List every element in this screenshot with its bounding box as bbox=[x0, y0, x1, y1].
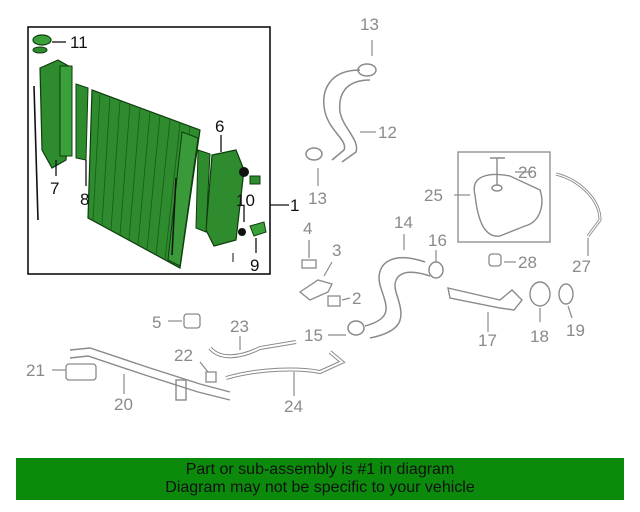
callout-16: 16 bbox=[428, 231, 447, 250]
thermostat-18[interactable] bbox=[529, 281, 551, 307]
callout-22: 22 bbox=[174, 346, 193, 365]
nut-2[interactable] bbox=[327, 295, 341, 307]
footer-banner: Part or sub-assembly is #1 in diagram Di… bbox=[16, 458, 624, 500]
callout-10: 10 bbox=[236, 191, 255, 210]
footer-line-1: Part or sub-assembly is #1 in diagram bbox=[185, 461, 455, 478]
callout-9: 9 bbox=[250, 256, 259, 275]
callout-6: 6 bbox=[215, 117, 224, 136]
callout-24: 24 bbox=[284, 397, 303, 416]
callout-28: 28 bbox=[518, 253, 537, 272]
radiator-assembly-box bbox=[27, 26, 271, 275]
callout-17: 17 bbox=[478, 331, 497, 350]
reservoir-box bbox=[457, 151, 551, 243]
upper-hose-12[interactable] bbox=[305, 63, 377, 163]
callout-26: 26 bbox=[518, 163, 537, 182]
pipe-20[interactable] bbox=[69, 347, 231, 401]
water-inlet-17[interactable] bbox=[447, 287, 523, 311]
callout-14: 14 bbox=[394, 213, 413, 232]
bolt-4[interactable] bbox=[301, 240, 317, 269]
callout-1: 1 bbox=[290, 196, 299, 215]
callout-27: 27 bbox=[572, 257, 591, 276]
gasket-19[interactable] bbox=[558, 283, 574, 305]
lower-hose-14[interactable] bbox=[347, 257, 444, 339]
callout-12: 12 bbox=[378, 123, 397, 142]
radiator-cap bbox=[32, 34, 52, 46]
callout-11: 11 bbox=[70, 33, 88, 52]
radiator-assembly[interactable] bbox=[32, 34, 267, 269]
callout-4: 4 bbox=[303, 219, 312, 238]
coolant-reservoir[interactable] bbox=[473, 157, 543, 237]
callout-25: 25 bbox=[424, 186, 443, 205]
callout-2: 2 bbox=[352, 289, 361, 308]
side-seal-8 bbox=[75, 83, 89, 161]
callout-19: 19 bbox=[566, 321, 585, 340]
callout-8: 8 bbox=[80, 190, 89, 209]
callout-21: 21 bbox=[26, 361, 45, 380]
footer-line-2: Diagram may not be specific to your vehi… bbox=[165, 479, 475, 496]
callout-15: 15 bbox=[304, 326, 323, 345]
bracket-3[interactable] bbox=[298, 279, 333, 301]
callout-3: 3 bbox=[332, 241, 341, 260]
clamp-22[interactable] bbox=[205, 371, 217, 383]
callout-23: 23 bbox=[230, 317, 249, 336]
callout-5: 5 bbox=[152, 313, 161, 332]
callout-7: 7 bbox=[50, 179, 59, 198]
cushion-5[interactable] bbox=[183, 313, 201, 329]
callout-13a: 13 bbox=[360, 15, 379, 34]
grommet-28[interactable] bbox=[488, 253, 502, 267]
gasket-21[interactable] bbox=[65, 363, 97, 381]
callout-13b: 13 bbox=[308, 189, 327, 208]
callout-20: 20 bbox=[114, 395, 133, 414]
callout-18: 18 bbox=[530, 327, 549, 346]
